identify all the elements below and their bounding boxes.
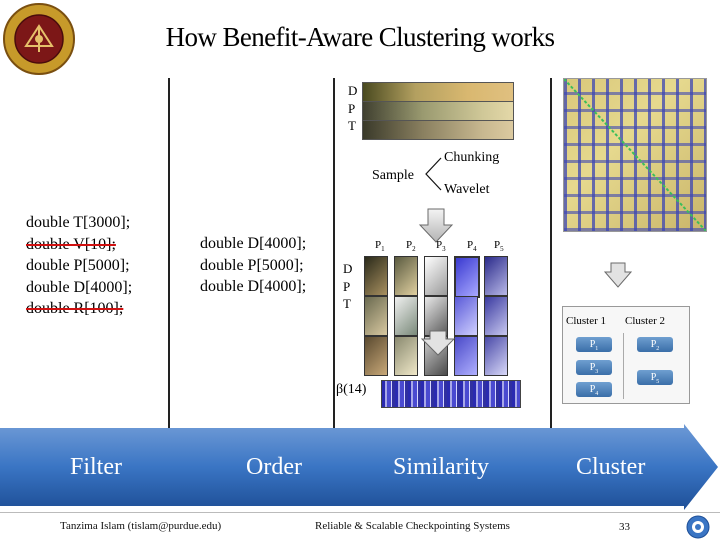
cluster-chip: P1	[576, 337, 612, 352]
chunk-thumbnail	[364, 336, 388, 376]
chunk-thumbnail	[394, 296, 418, 336]
footer-bar: Tanzima Islam (tislam@purdue.edu) Reliab…	[0, 512, 720, 541]
cluster-chip: P5	[637, 370, 673, 385]
code-line: double P[5000];	[26, 257, 130, 274]
stage-similarity: Similarity	[393, 454, 489, 480]
down-arrow-icon	[603, 262, 633, 293]
dpt-letter: D	[343, 261, 353, 276]
cluster-chip: P2	[637, 337, 673, 352]
code-line: double T[3000];	[26, 214, 131, 231]
dpt-letter: T	[348, 118, 356, 133]
dpt-letter: P	[343, 278, 351, 294]
chunk-thumbnail	[484, 336, 508, 376]
chunk-thumbnail	[424, 296, 448, 336]
chunking-label: Chunking	[444, 150, 500, 165]
page-title: How Benefit-Aware Clustering works	[165, 22, 555, 52]
p-label: P	[406, 239, 413, 251]
code-line-struck: double V[10];	[26, 235, 116, 253]
chunk-thumbnail	[484, 256, 508, 296]
data-band-p	[362, 101, 514, 121]
chunk-thumbnail	[424, 256, 448, 296]
chunk-thumbnail	[484, 296, 508, 336]
wavelet-label: Wavelet	[444, 182, 490, 197]
chunk-thumbnail-grid	[364, 256, 520, 376]
cluster-table: Cluster 1 Cluster 2 P1 P3 P4 P2 P5	[562, 306, 690, 404]
p-index: 1	[381, 245, 385, 254]
data-band-t	[362, 120, 514, 140]
dpt-letter: T	[343, 296, 351, 311]
branch-bracket-icon	[423, 156, 443, 197]
stage-filter: Filter	[70, 454, 122, 480]
code-line-struck: double R[100];	[26, 300, 124, 317]
dpt-letter: P	[348, 100, 356, 116]
chunk-thumbnail	[454, 256, 480, 298]
chunk-thumbnail	[394, 336, 418, 376]
chunk-thumbnail	[364, 256, 388, 296]
p-label: P	[375, 239, 382, 251]
column-divider	[550, 78, 552, 428]
order-code-block: double D[4000]; double P[5000]; double D…	[200, 233, 306, 298]
column-divider	[333, 78, 335, 428]
seal-small-icon	[686, 515, 710, 544]
dpt-letter: D	[348, 83, 358, 98]
dpt-label-mid: D P T	[343, 260, 352, 313]
p-label: P	[494, 239, 501, 251]
code-line: double D[4000];	[200, 235, 307, 252]
footer-course: Reliable & Scalable Checkpointing System…	[315, 520, 510, 532]
page-number: 33	[619, 521, 630, 533]
down-arrow-icon	[418, 208, 454, 249]
code-line: double P[5000];	[200, 256, 304, 274]
chunk-thumbnail	[454, 336, 478, 376]
cluster-header: Cluster 1	[566, 315, 607, 327]
p-index: 5	[500, 245, 504, 254]
cluster-separator	[623, 333, 624, 399]
wavelet-strip	[381, 380, 521, 408]
filter-code-block: double T[3000]; double V[10]; double P[5…	[26, 212, 132, 320]
cluster-chip: P4	[576, 382, 612, 397]
cluster-chip: P3	[576, 360, 612, 375]
data-band-d	[362, 82, 514, 102]
p-index: 3	[442, 245, 446, 254]
p-index: 4	[473, 245, 477, 254]
university-seal-icon	[2, 2, 76, 76]
chunk-thumbnail	[454, 296, 478, 336]
chunk-thumbnail	[394, 256, 418, 296]
similarity-matrix	[563, 78, 707, 232]
p-label: P	[467, 239, 474, 251]
chunk-thumbnail	[364, 296, 388, 336]
cluster-header: Cluster 2	[625, 315, 666, 327]
dpt-label-top: D P T	[348, 82, 357, 135]
column-divider	[168, 78, 170, 428]
down-arrow-icon	[420, 330, 456, 361]
p-index: 2	[412, 245, 416, 254]
beta-label: β(14)	[336, 382, 367, 397]
code-line: double D[4000];	[26, 278, 133, 296]
footer-author: Tanzima Islam (tislam@purdue.edu)	[60, 520, 222, 532]
stage-arrow-band	[0, 422, 720, 512]
p-label-row: P1 P2 P3 P4 P5	[375, 239, 525, 255]
stage-cluster: Cluster	[576, 454, 646, 480]
stage-order: Order	[246, 454, 302, 480]
code-line: double D[4000];	[200, 278, 307, 295]
p-label: P	[436, 239, 443, 251]
sample-label: Sample	[372, 168, 414, 183]
